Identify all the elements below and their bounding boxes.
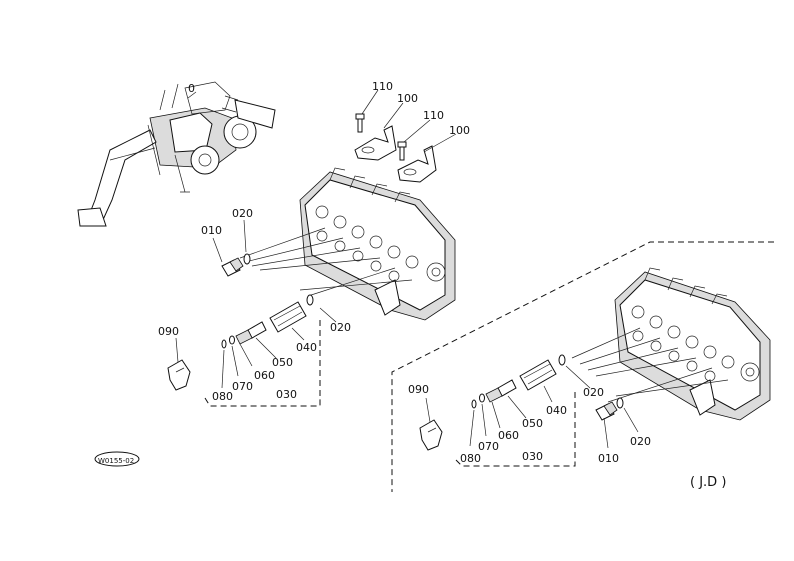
callout-060: 060 — [254, 369, 275, 382]
tractor-tag: 0 — [188, 82, 195, 95]
callout-020: 020 — [232, 207, 253, 220]
callout-110: 110 — [372, 80, 393, 93]
callout-080: 080 — [460, 452, 481, 465]
drawing-code: W0155-02 — [98, 457, 134, 465]
relief-valve-lower — [419, 354, 639, 467]
callout-100: 100 — [449, 124, 470, 137]
drawing-code-badge — [94, 451, 140, 467]
callout-020: 020 — [630, 435, 651, 448]
callout-labels: 110 100 110 100 020 010 020 040 090 050 … — [98, 80, 726, 490]
callout-070: 070 — [232, 380, 253, 393]
callout-030: 030 — [522, 450, 543, 463]
callout-110: 110 — [423, 109, 444, 122]
callout-010: 010 — [598, 452, 619, 465]
variant-label: ( J.D ) — [690, 475, 726, 490]
leader-lines-upper — [239, 227, 413, 297]
leader-lines-lower — [571, 327, 729, 403]
relief-valve-upper — [167, 294, 337, 407]
callout-040: 040 — [546, 404, 567, 417]
callout-030: 030 — [276, 388, 297, 401]
callout-020: 020 — [330, 321, 351, 334]
control-valve-lower — [614, 267, 771, 421]
callout-090: 090 — [408, 383, 429, 396]
callout-050: 050 — [272, 356, 293, 369]
fitting-upper-010 — [212, 219, 251, 277]
callout-060: 060 — [498, 429, 519, 442]
control-valve-upper — [299, 167, 456, 321]
bracket-assembly-top — [354, 89, 457, 183]
callout-090: 090 — [158, 325, 179, 338]
callout-010: 010 — [201, 224, 222, 237]
variant-region-border — [391, 241, 774, 492]
callout-050: 050 — [522, 417, 543, 430]
callout-100: 100 — [397, 92, 418, 105]
callout-070: 070 — [478, 440, 499, 453]
callout-040: 040 — [296, 341, 317, 354]
callout-080: 080 — [212, 390, 233, 403]
callout-020: 020 — [583, 386, 604, 399]
tractor-backhoe-illustration: 0 — [77, 81, 276, 227]
